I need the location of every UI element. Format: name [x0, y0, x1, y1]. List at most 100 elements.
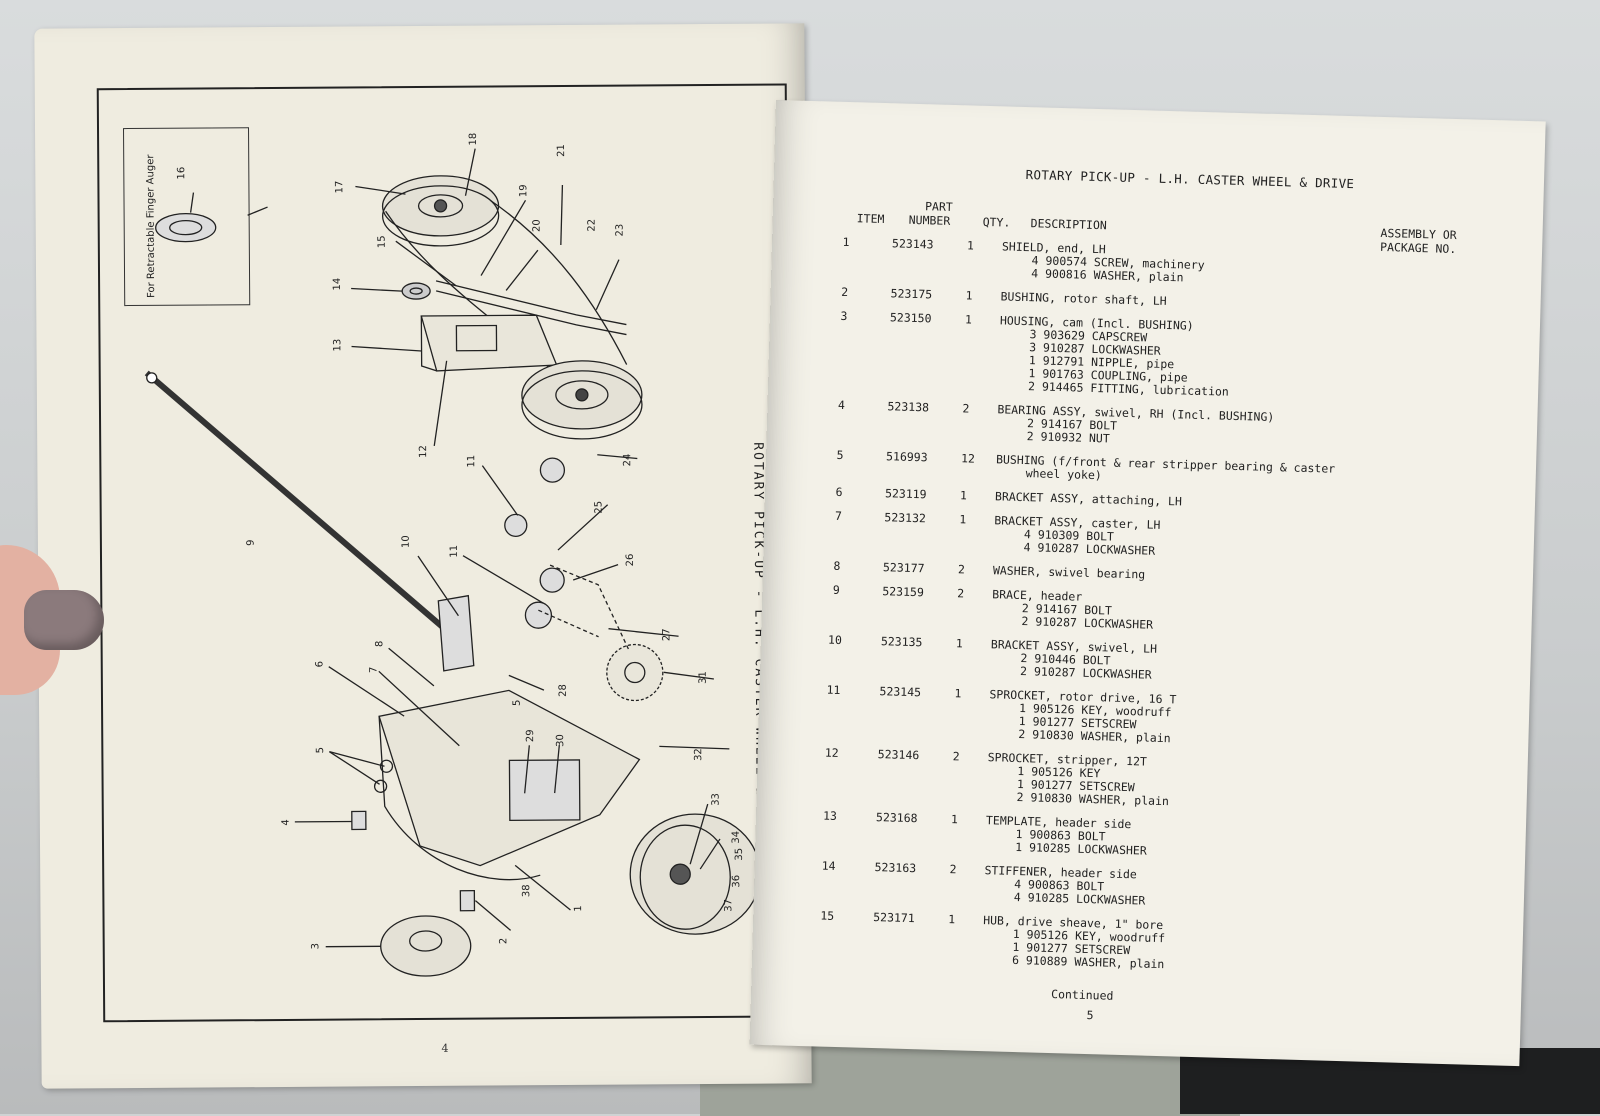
- callout-22: 21: [556, 144, 567, 157]
- callout-19: 18: [468, 133, 479, 146]
- part-number: 523132: [884, 511, 926, 525]
- sub-part: 2 910287 LOCKWASHER: [1021, 615, 1153, 632]
- callout-7: 7: [368, 667, 379, 673]
- sub-part: 2 910287 LOCKWASHER: [1020, 665, 1152, 682]
- inset-caption: For Retractable Finger Auger: [145, 155, 157, 298]
- right-page-number: 5: [1086, 1009, 1093, 1022]
- callout-38: 37: [723, 899, 734, 912]
- callout-16: 15: [377, 235, 388, 248]
- item-number: 2: [830, 286, 858, 300]
- sub-part: 2 910830 WASHER, plain: [1016, 791, 1169, 808]
- description: WASHER, swivel bearing: [993, 564, 1146, 581]
- callout-4: 4: [281, 819, 292, 825]
- item-number: 12: [818, 746, 846, 760]
- callout-1: 1: [573, 905, 584, 911]
- part-number: 516993: [886, 450, 928, 464]
- callout-5a: 5: [512, 700, 523, 706]
- header-part: PART: [925, 200, 953, 214]
- callout-17: 16: [176, 167, 187, 180]
- header-qty: QTY.: [982, 216, 1010, 230]
- part-number: 523159: [882, 585, 924, 599]
- item-number: 4: [827, 399, 855, 413]
- part-number: 523143: [892, 237, 934, 251]
- item-number: 14: [814, 859, 842, 873]
- item-number: 11: [819, 683, 847, 697]
- callout-11: 11: [449, 545, 460, 558]
- item-number: 9: [822, 583, 850, 597]
- callout-13: 12: [418, 445, 429, 458]
- header-item: ITEM: [857, 212, 885, 226]
- part-number: 523119: [885, 487, 927, 501]
- quantity: 1: [959, 513, 966, 526]
- callout-28: 27: [661, 628, 672, 641]
- quantity: 2: [949, 863, 956, 876]
- callout-32: 31: [698, 671, 709, 684]
- callout-20: 19: [518, 184, 529, 197]
- callout-6: 6: [314, 661, 325, 667]
- sub-part: 6 910889 WASHER, plain: [1012, 954, 1165, 971]
- callout-15: 14: [332, 278, 343, 291]
- item-number: 1: [832, 236, 860, 250]
- callout-30: 29: [525, 729, 536, 742]
- callout-18b: 38: [521, 884, 532, 897]
- callout-23: 22: [587, 219, 598, 232]
- fingernail: [24, 590, 104, 650]
- quantity: 1: [951, 813, 958, 826]
- callout-34: 33: [711, 793, 722, 806]
- left-page-number: 4: [441, 1042, 448, 1055]
- quantity: 1: [965, 313, 972, 326]
- callout-24: 23: [615, 224, 626, 237]
- right-page: ROTARY PICK-UP - L.H. CASTER WHEEL & DRI…: [750, 100, 1546, 1066]
- callout-27: 26: [625, 554, 636, 567]
- quantity: 1: [954, 687, 961, 700]
- part-number: 523135: [881, 635, 923, 649]
- part-number: 523145: [879, 685, 921, 699]
- sub-part: 1 910285 LOCKWASHER: [1015, 841, 1147, 858]
- callout-21: 20: [532, 219, 543, 232]
- part-number: 523146: [878, 748, 920, 762]
- part-number: 523163: [874, 861, 916, 875]
- callout-2: 2: [498, 938, 509, 944]
- callout-29: 28: [558, 684, 569, 697]
- item-number: 5: [826, 449, 854, 463]
- item-number: 3: [830, 310, 858, 324]
- parts-list-title: ROTARY PICK-UP - L.H. CASTER WHEEL & DRI…: [1000, 166, 1380, 192]
- sub-part: 4 900816 WASHER, plain: [1031, 267, 1184, 284]
- part-number: 523138: [887, 400, 929, 414]
- part-number: 523150: [890, 311, 932, 325]
- quantity: 2: [953, 750, 960, 763]
- continued-note: Continued: [1051, 988, 1114, 1003]
- sub-part: 2 910932 NUT: [1027, 430, 1110, 445]
- item-number: 7: [824, 510, 852, 524]
- callout-26: 25: [593, 501, 604, 514]
- callout-25: 24: [622, 454, 633, 467]
- quantity: 2: [957, 587, 964, 600]
- sub-part: 4 910287 LOCKWASHER: [1023, 541, 1155, 558]
- callout-37: 36: [731, 875, 742, 888]
- item-number: 15: [813, 909, 841, 923]
- left-page: 16 18 17 19 20 21 22 23 15 14 13 12 11 2…: [34, 23, 811, 1088]
- sub-part: 2 914465 FITTING, lubrication: [1028, 380, 1229, 399]
- quantity: 2: [962, 402, 969, 415]
- item-number: 8: [823, 559, 851, 573]
- callout-31: 30: [555, 734, 566, 747]
- part-number: 523171: [873, 911, 915, 925]
- quantity: 1: [948, 913, 955, 926]
- part-number: 523177: [883, 561, 925, 575]
- callout-12: 11: [466, 455, 477, 468]
- item-number: 10: [821, 633, 849, 647]
